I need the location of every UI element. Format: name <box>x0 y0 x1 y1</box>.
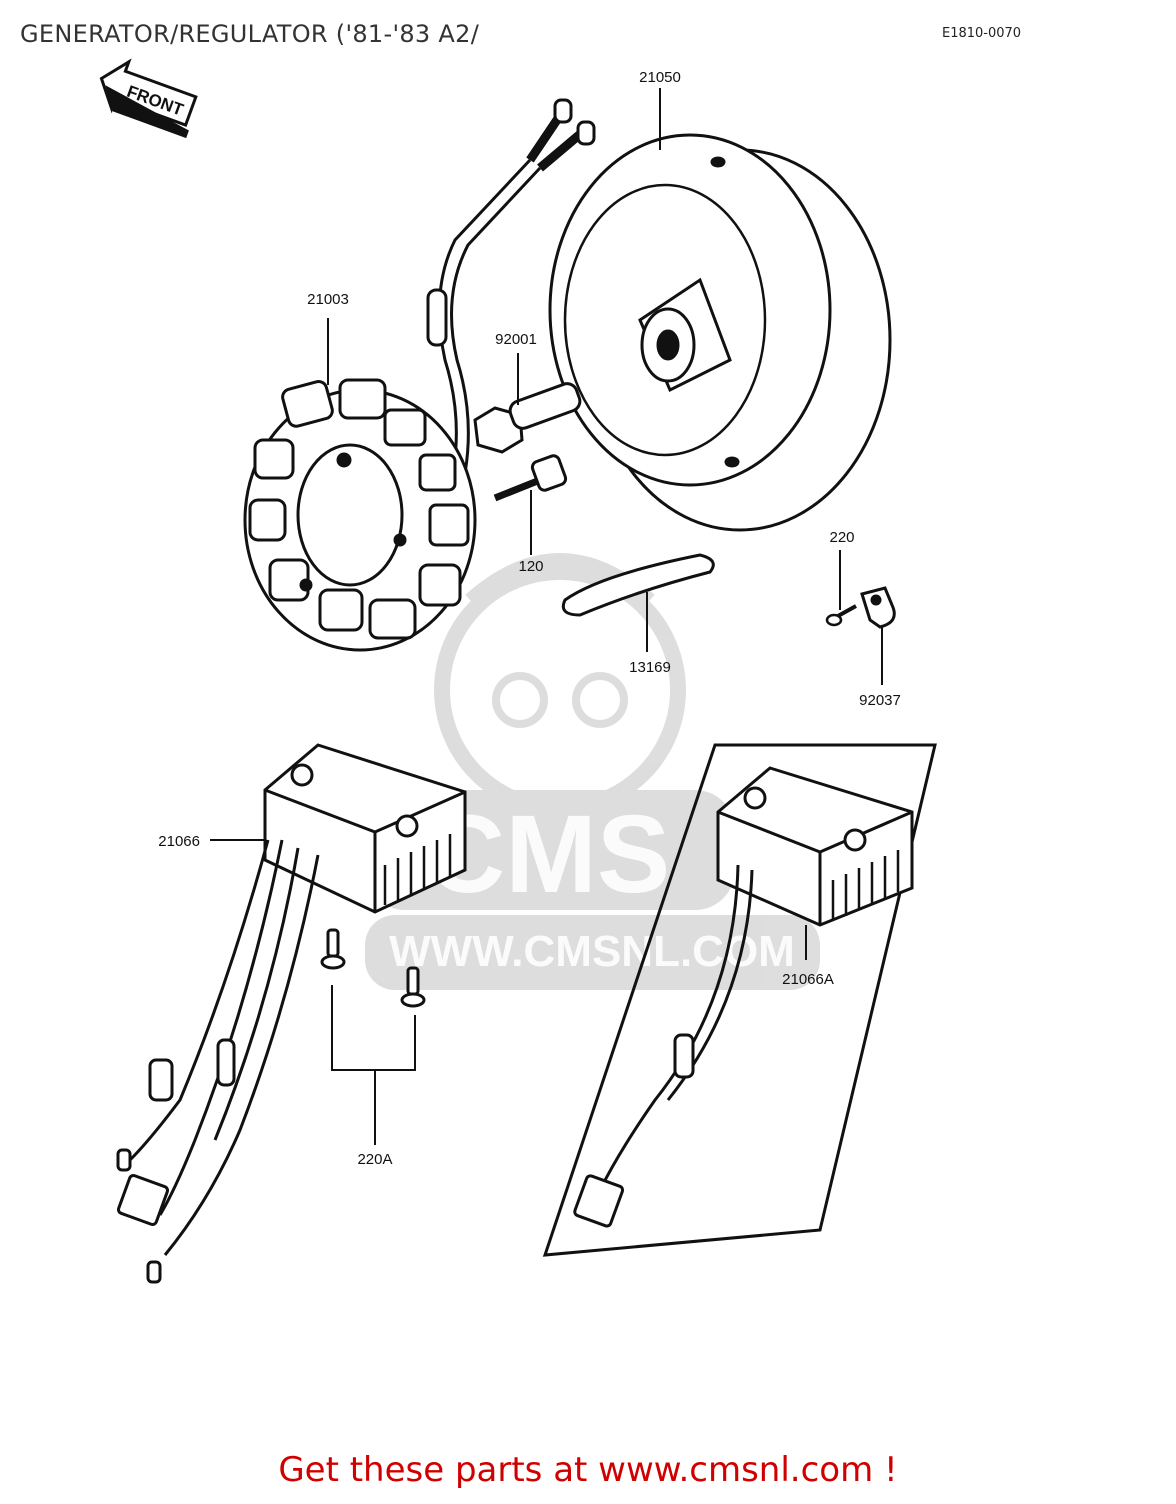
label-stator: 21003 <box>307 291 349 308</box>
label-regulator: 21066 <box>158 833 200 850</box>
diagram-code: E1810-0070 <box>942 26 1022 41</box>
label-clamp-screw: 220 <box>829 529 854 546</box>
label-regulator-screws: 220A <box>357 1151 392 1168</box>
label-regulator-alt: 21066A <box>782 971 834 988</box>
label-flywheel: 21050 <box>639 69 681 86</box>
label-screw: 120 <box>518 558 543 575</box>
regulator-cables <box>116 839 320 1284</box>
clamp <box>860 586 896 685</box>
label-clamp: 92037 <box>859 692 901 709</box>
bolt <box>473 353 582 454</box>
flywheel <box>548 88 892 532</box>
regulator <box>210 743 467 914</box>
clamp-screw <box>825 550 857 627</box>
watermark-url: WWW.CMSNL.COM <box>389 927 795 976</box>
front-arrow-icon: FRONT <box>99 58 198 139</box>
regulator-alt-frame <box>542 743 937 1257</box>
regulator-alt <box>573 766 914 1228</box>
footer-link[interactable]: Get these parts at www.cmsnl.com ! <box>278 1450 898 1490</box>
label-lever: 13169 <box>629 659 671 676</box>
page-title: GENERATOR/REGULATOR ('81-'83 A2/ <box>20 20 480 48</box>
watermark <box>365 553 820 990</box>
stator <box>243 318 477 652</box>
label-bolt: 92001 <box>495 331 537 348</box>
regulator-screws <box>320 928 426 1145</box>
lever <box>561 553 715 652</box>
screw <box>493 454 568 555</box>
watermark-brand: CMS <box>426 793 670 916</box>
